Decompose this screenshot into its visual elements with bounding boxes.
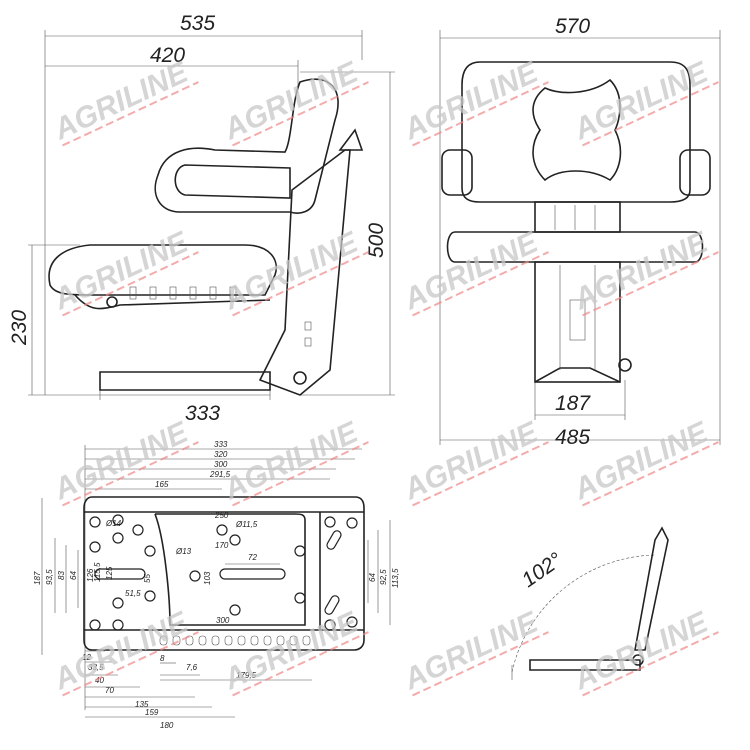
dim-bottom-159: 159	[145, 708, 159, 717]
dim-hole-13: Ø13	[175, 547, 192, 556]
dim-bottom-70: 70	[105, 686, 114, 695]
front-dim-lines	[439, 30, 721, 445]
dim-height-seat: 230	[8, 310, 31, 346]
plate-dim-lines	[41, 445, 391, 718]
dim-slot-179: 179,5	[236, 671, 257, 680]
dim-plate-320: 320	[214, 450, 228, 459]
dim-front-width-overall: 570	[555, 15, 590, 38]
plate-slot	[185, 635, 194, 646]
svg-text:AGRILINE: AGRILINE	[48, 605, 194, 696]
watermark: AGRILINE	[218, 415, 369, 507]
watermark: AGRILINE	[48, 415, 199, 507]
dim-103: 103	[203, 571, 212, 585]
angle-arc	[511, 554, 656, 680]
dim-right-92: 92,5	[379, 569, 388, 585]
watermark: AGRILINE	[568, 605, 719, 697]
dim-300-inner: 300	[216, 616, 230, 625]
svg-text:AGRILINE: AGRILINE	[568, 55, 714, 146]
watermark: AGRILINE	[568, 225, 719, 317]
svg-text:AGRILINE: AGRILINE	[398, 225, 544, 316]
watermark: AGRILINE	[398, 225, 549, 317]
dim-front-width-suspension: 485	[555, 426, 590, 449]
dim-left-126: 126	[86, 568, 95, 582]
watermark: AGRILINE	[398, 55, 549, 147]
plate-slot	[250, 635, 259, 646]
plate-slot	[237, 635, 246, 646]
dim-right-64: 64	[368, 573, 377, 582]
dim-height-overall: 500	[365, 223, 388, 258]
dim-55: 55	[143, 574, 152, 583]
svg-text:AGRILINE: AGRILINE	[218, 605, 364, 696]
dim-left-93: 93,5	[45, 569, 54, 585]
svg-text:AGRILINE: AGRILINE	[398, 55, 544, 146]
svg-text:AGRILINE: AGRILINE	[218, 225, 364, 316]
plate-holes	[89, 514, 358, 631]
dim-51: 51,5	[125, 589, 141, 598]
backrest-outline	[529, 526, 669, 671]
base-plate-view: 333 320 300 291,5 165 250 Ø11,5 170 Ø13 …	[33, 440, 400, 730]
dim-hole-11: Ø11,5	[235, 520, 258, 529]
dim-hole-14: Ø14	[105, 519, 122, 528]
dim-left-125: 125	[105, 566, 114, 580]
dim-left-83: 83	[57, 571, 66, 580]
plate-slot	[224, 635, 233, 646]
watermark: AGRILINE	[568, 415, 719, 507]
dim-plate-300: 300	[214, 460, 228, 469]
dim-left-115: 115,5	[93, 562, 102, 582]
seat-side-outline	[48, 78, 364, 396]
dim-170: 170	[215, 541, 229, 550]
front-suspension-details	[554, 205, 596, 370]
dim-slot-7: 7,6	[186, 663, 198, 672]
dim-plate-333: 333	[214, 440, 228, 449]
dim-base-length: 333	[185, 402, 220, 425]
dim-left-187: 187	[33, 571, 42, 585]
dim-bottom-33: 33,5	[88, 663, 104, 672]
plate-slot	[159, 635, 168, 646]
watermark: AGRILINE	[218, 225, 369, 317]
svg-text:AGRILINE: AGRILINE	[568, 225, 714, 316]
svg-text:AGRILINE: AGRILINE	[218, 55, 364, 146]
plate-slot-row	[159, 635, 311, 646]
dim-front-width-base: 187	[555, 392, 591, 415]
dim-width-overall: 535	[180, 12, 215, 35]
svg-text:AGRILINE: AGRILINE	[398, 605, 544, 696]
svg-text:AGRILINE: AGRILINE	[398, 415, 544, 506]
plate-slot	[263, 635, 272, 646]
plate-slot	[198, 635, 207, 646]
dim-bottom-12: 12	[82, 653, 91, 662]
watermarks: AGRILINE AGRILINE AGRILINE AGRILINE AGRILINE…	[48, 55, 719, 697]
dim-width-seat: 420	[150, 44, 185, 67]
svg-text:AGRILINE: AGRILINE	[48, 415, 194, 506]
plate-slot	[302, 635, 311, 646]
dim-250: 250	[214, 511, 229, 520]
seat-side-slots	[129, 286, 312, 347]
watermark: AGRILINE	[48, 55, 199, 147]
dim-bottom-135: 135	[135, 700, 149, 709]
plate-slot	[289, 635, 298, 646]
dim-right-113: 113,5	[391, 568, 400, 588]
dim-bottom-180: 180	[160, 721, 174, 730]
watermark: AGRILINE	[398, 605, 549, 697]
dim-angle: 102°	[518, 548, 567, 592]
svg-text:AGRILINE: AGRILINE	[48, 55, 194, 146]
dim-left-64: 64	[69, 571, 78, 580]
plate-outline	[83, 496, 365, 651]
plate-slot	[211, 635, 220, 646]
svg-text:AGRILINE: AGRILINE	[218, 415, 364, 506]
dim-slot-8: 8	[160, 654, 165, 663]
dim-plate-291: 291,5	[209, 470, 231, 479]
watermark: AGRILINE	[218, 55, 369, 147]
plate-slot	[172, 635, 181, 646]
plate-slot	[276, 635, 285, 646]
watermark: AGRILINE	[398, 415, 549, 507]
watermark: AGRILINE	[568, 55, 719, 147]
side-view: 535 420 500 230 333	[8, 12, 395, 425]
dim-plate-165: 165	[155, 480, 169, 489]
dim-bottom-40: 40	[95, 676, 104, 685]
dim-72: 72	[248, 553, 257, 562]
